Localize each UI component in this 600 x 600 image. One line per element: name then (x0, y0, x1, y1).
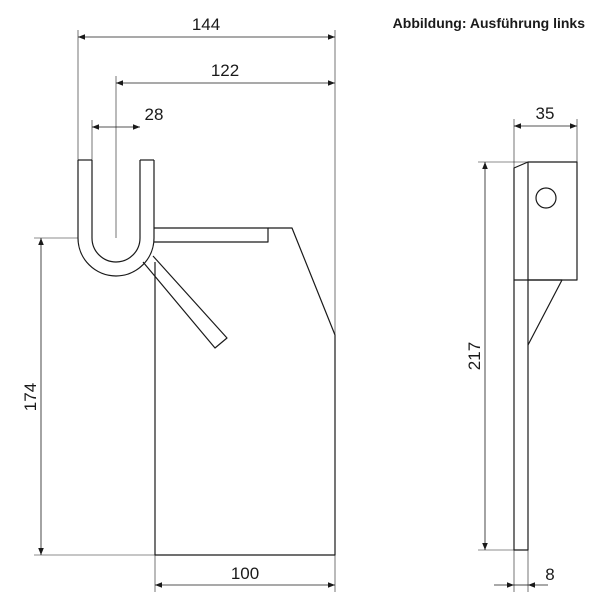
mounting-block (513, 161, 578, 281)
dim-label-100: 100 (231, 564, 259, 583)
top-arm (154, 227, 269, 243)
body-plate (154, 227, 336, 556)
side-plate (513, 280, 529, 551)
caption-text: Abbildung: Ausführung links (393, 15, 586, 31)
dim-label-8: 8 (545, 565, 554, 584)
dim-label-35: 35 (536, 104, 555, 123)
dim-label-144: 144 (192, 15, 220, 34)
side-brace (527, 279, 563, 346)
angled-rod (142, 255, 228, 349)
hook-inner (91, 160, 141, 263)
dim-label-122: 122 (211, 61, 239, 80)
side-view: 35 217 8 (465, 104, 578, 592)
mounting-hole (535, 187, 557, 209)
front-view: 144 122 28 174 100 (21, 15, 336, 592)
dim-label-28: 28 (145, 105, 164, 124)
dim-label-174: 174 (21, 383, 40, 411)
dim-label-217: 217 (465, 342, 484, 370)
hook-outer (77, 160, 155, 277)
